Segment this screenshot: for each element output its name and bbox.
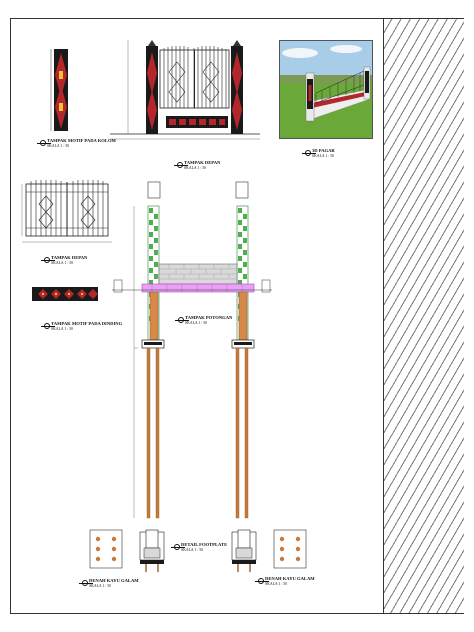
section-label: TAMPAK POTONGAN SKALA 1 : 50	[185, 315, 233, 325]
wall-motif-drawing	[32, 287, 98, 301]
section-marker-icon	[37, 140, 51, 146]
front-view-left-title: TAMPAK DEPAN	[51, 255, 88, 260]
section-marker-icon	[171, 544, 185, 550]
section-marker-icon	[174, 162, 188, 168]
threed-title: 3D PAGAR	[312, 148, 335, 153]
column-motif-scale: SKALA 1 : 50	[47, 143, 70, 148]
render-3d-fence	[280, 41, 372, 138]
pile-right-title: DENAH KAYU GALAM	[265, 576, 315, 581]
threed-label: 3D PAGAR SKALA 1 : 50	[312, 148, 335, 158]
footplate-title: DETAIL FOOTPLATE	[181, 542, 228, 547]
section-marker-icon	[175, 317, 189, 323]
section-marker-icon	[255, 578, 269, 584]
front-view-left-label: TAMPAK DEPAN SKALA 1 : 50	[51, 255, 88, 265]
front-view-left-scale: SKALA 1 : 50	[51, 260, 74, 265]
section-marker-icon	[41, 257, 55, 263]
pile-plan-right-drawing	[273, 529, 307, 569]
pile-right-label: DENAH KAYU GALAM SKALA 1 : 50	[265, 576, 315, 586]
column-motif-drawing	[50, 49, 68, 131]
threed-scale: SKALA 1 : 50	[312, 153, 335, 158]
render-3d-image	[279, 40, 373, 139]
front-view-top-title: TAMPAK DEPAN	[184, 160, 221, 165]
front-view-gate-drawing	[21, 180, 112, 243]
section-title: TAMPAK POTONGAN	[185, 315, 233, 320]
pile-left-label: DENAH KAYU GALAM SKALA 1 : 50	[89, 578, 139, 588]
wall-motif-scale: SKALA 1 : 50	[51, 326, 74, 331]
section-scale: SKALA 1 : 50	[185, 320, 208, 325]
front-view-top-label: TAMPAK DEPAN SKALA 1 : 50	[184, 160, 221, 170]
wall-motif-title: TAMPAK MOTIF PADA DINDING	[51, 321, 123, 326]
section-drawing	[112, 181, 272, 519]
wall-motif-label: TAMPAK MOTIF PADA DINDING SKALA 1 : 50	[51, 321, 123, 331]
section-marker-icon	[79, 580, 93, 586]
pile-plan-left-drawing	[89, 529, 123, 569]
footplate-detail-left-drawing	[139, 529, 165, 572]
front-view-top-scale: SKALA 1 : 50	[184, 165, 207, 170]
section-marker-icon	[302, 150, 316, 156]
footplate-scale: SKALA 1 : 50	[181, 547, 204, 552]
title-block-hatch	[383, 19, 464, 613]
column-motif-title: TAMPAK MOTIF PADA KOLOM	[47, 138, 116, 143]
pile-right-scale: SKALA 1 : 50	[265, 581, 288, 586]
footplate-label: DETAIL FOOTPLATE SKALA 1 : 50	[181, 542, 228, 552]
pile-left-title: DENAH KAYU GALAM	[89, 578, 139, 583]
footplate-detail-right-drawing	[231, 529, 257, 572]
section-marker-icon	[41, 323, 55, 329]
front-view-drawing	[110, 40, 260, 140]
column-motif-label: TAMPAK MOTIF PADA KOLOM SKALA 1 : 50	[47, 138, 116, 148]
pile-left-scale: SKALA 1 : 50	[89, 583, 112, 588]
